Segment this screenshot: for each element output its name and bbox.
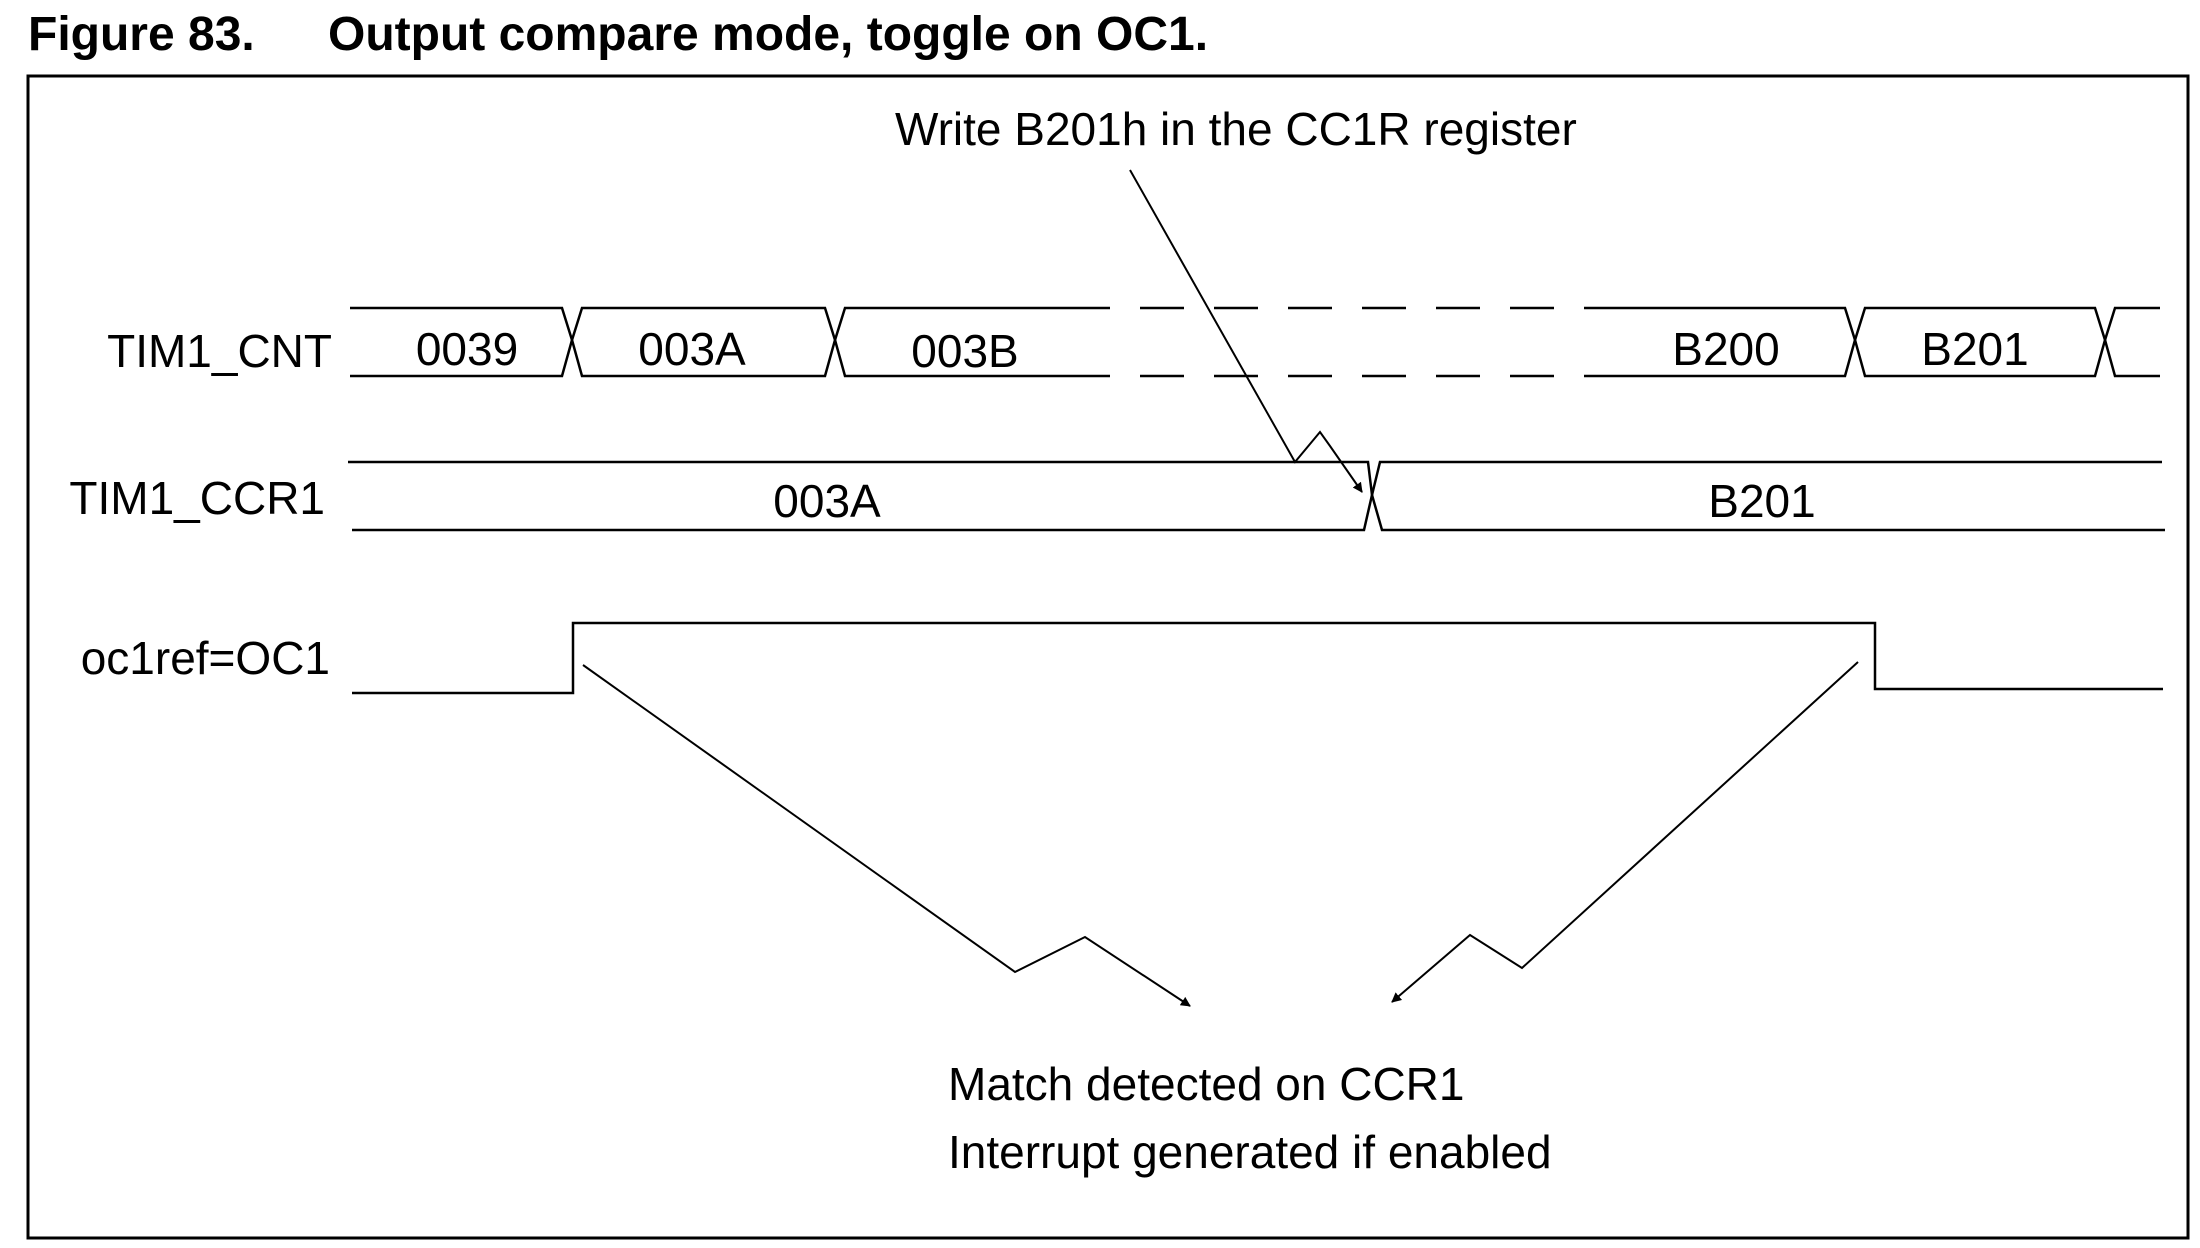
match-arrow-left [582,664,1191,1007]
figure-number: Figure 83. [28,8,255,61]
match-annotation-line1: Match detected on CCR1 [948,1058,1465,1110]
ccr-value-1: B201 [1708,475,1815,527]
oc-waveform [352,621,2163,695]
cnt-value-0: 0039 [416,323,518,375]
diagram-frame [26,74,2190,1240]
signal-label-cnt: TIM1_CNT [107,325,332,377]
signal-label-ccr: TIM1_CCR1 [69,472,325,524]
cnt-bus [350,306,2160,378]
match-annotation-line2: Interrupt generated if enabled [948,1126,1552,1178]
cnt-value-1: 003A [638,323,746,375]
ccr-value-0: 003A [773,475,881,527]
cnt-value-3: B200 [1672,323,1779,375]
cnt-value-4: B201 [1921,323,2028,375]
write-arrow [1129,169,1363,493]
figure-title: Figure 83. Output compare mode, toggle on… [28,6,1208,64]
cnt-value-2: 003B [911,325,1018,377]
figure-caption: Output compare mode, toggle on OC1. [328,8,1209,61]
write-annotation: Write B201h in the CC1R register [895,103,1577,155]
ccr-bus [348,460,2165,532]
signal-label-oc: oc1ref=OC1 [81,632,330,684]
match-arrow-right [1391,661,1859,1003]
match-arrows [582,661,1859,1007]
